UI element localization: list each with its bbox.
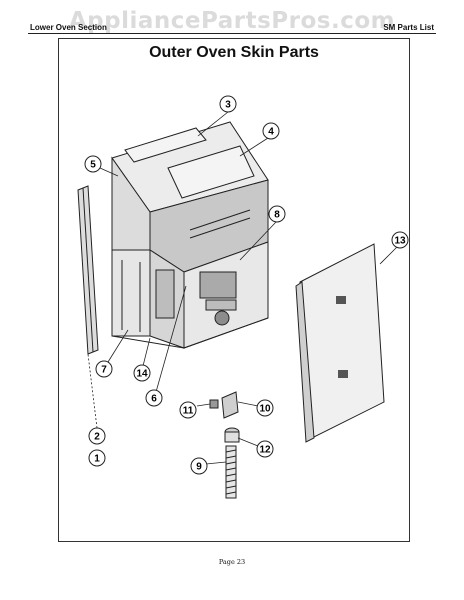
svg-text:8: 8 xyxy=(274,210,280,221)
right-side-panel xyxy=(299,243,385,439)
callout-13: 13 xyxy=(391,231,409,249)
svg-text:7: 7 xyxy=(101,365,107,376)
callout-leaders xyxy=(87,111,399,465)
watermark: AppliancePartsPros.com xyxy=(68,8,396,34)
callout-3: 3 xyxy=(219,95,237,113)
header-parts-list-label: SM Parts List xyxy=(383,23,434,32)
callout-8: 8 xyxy=(268,205,286,223)
callout-1: 1 xyxy=(88,449,106,467)
callout-11: 11 xyxy=(179,401,197,419)
svg-text:6: 6 xyxy=(151,394,157,405)
svg-text:13: 13 xyxy=(394,236,406,247)
svg-text:12: 12 xyxy=(259,445,271,456)
svg-text:4: 4 xyxy=(268,127,274,138)
callout-7: 7 xyxy=(95,360,113,378)
callout-12: 12 xyxy=(256,440,274,458)
panel-vent-lower xyxy=(338,370,348,378)
hinge-clip xyxy=(209,399,219,409)
callout-4: 4 xyxy=(262,122,280,140)
callout-10: 10 xyxy=(256,399,274,417)
oven-cabinet xyxy=(111,121,269,349)
callout-14: 14 xyxy=(133,364,151,382)
hinge-bracket xyxy=(221,391,239,419)
diagram-frame xyxy=(58,38,410,542)
page-number: Page 23 xyxy=(218,558,246,566)
svg-text:14: 14 xyxy=(136,369,148,380)
header-rule xyxy=(28,33,436,34)
svg-text:5: 5 xyxy=(90,160,96,171)
svg-text:1: 1 xyxy=(94,454,100,465)
callout-2: 2 xyxy=(88,427,106,445)
svg-text:9: 9 xyxy=(196,462,202,473)
callout-5: 5 xyxy=(84,155,102,173)
svg-text:2: 2 xyxy=(94,432,100,443)
callout-6: 6 xyxy=(145,389,163,407)
header-section-label: Lower Oven Section xyxy=(30,23,107,32)
svg-text:11: 11 xyxy=(183,406,194,417)
diagram-title: Outer Oven Skin Parts xyxy=(149,44,319,61)
callout-9: 9 xyxy=(190,457,208,475)
svg-text:10: 10 xyxy=(259,404,271,415)
svg-text:3: 3 xyxy=(225,100,231,111)
threaded-leveling-leg xyxy=(225,445,237,499)
panel-vent-upper xyxy=(336,296,346,304)
